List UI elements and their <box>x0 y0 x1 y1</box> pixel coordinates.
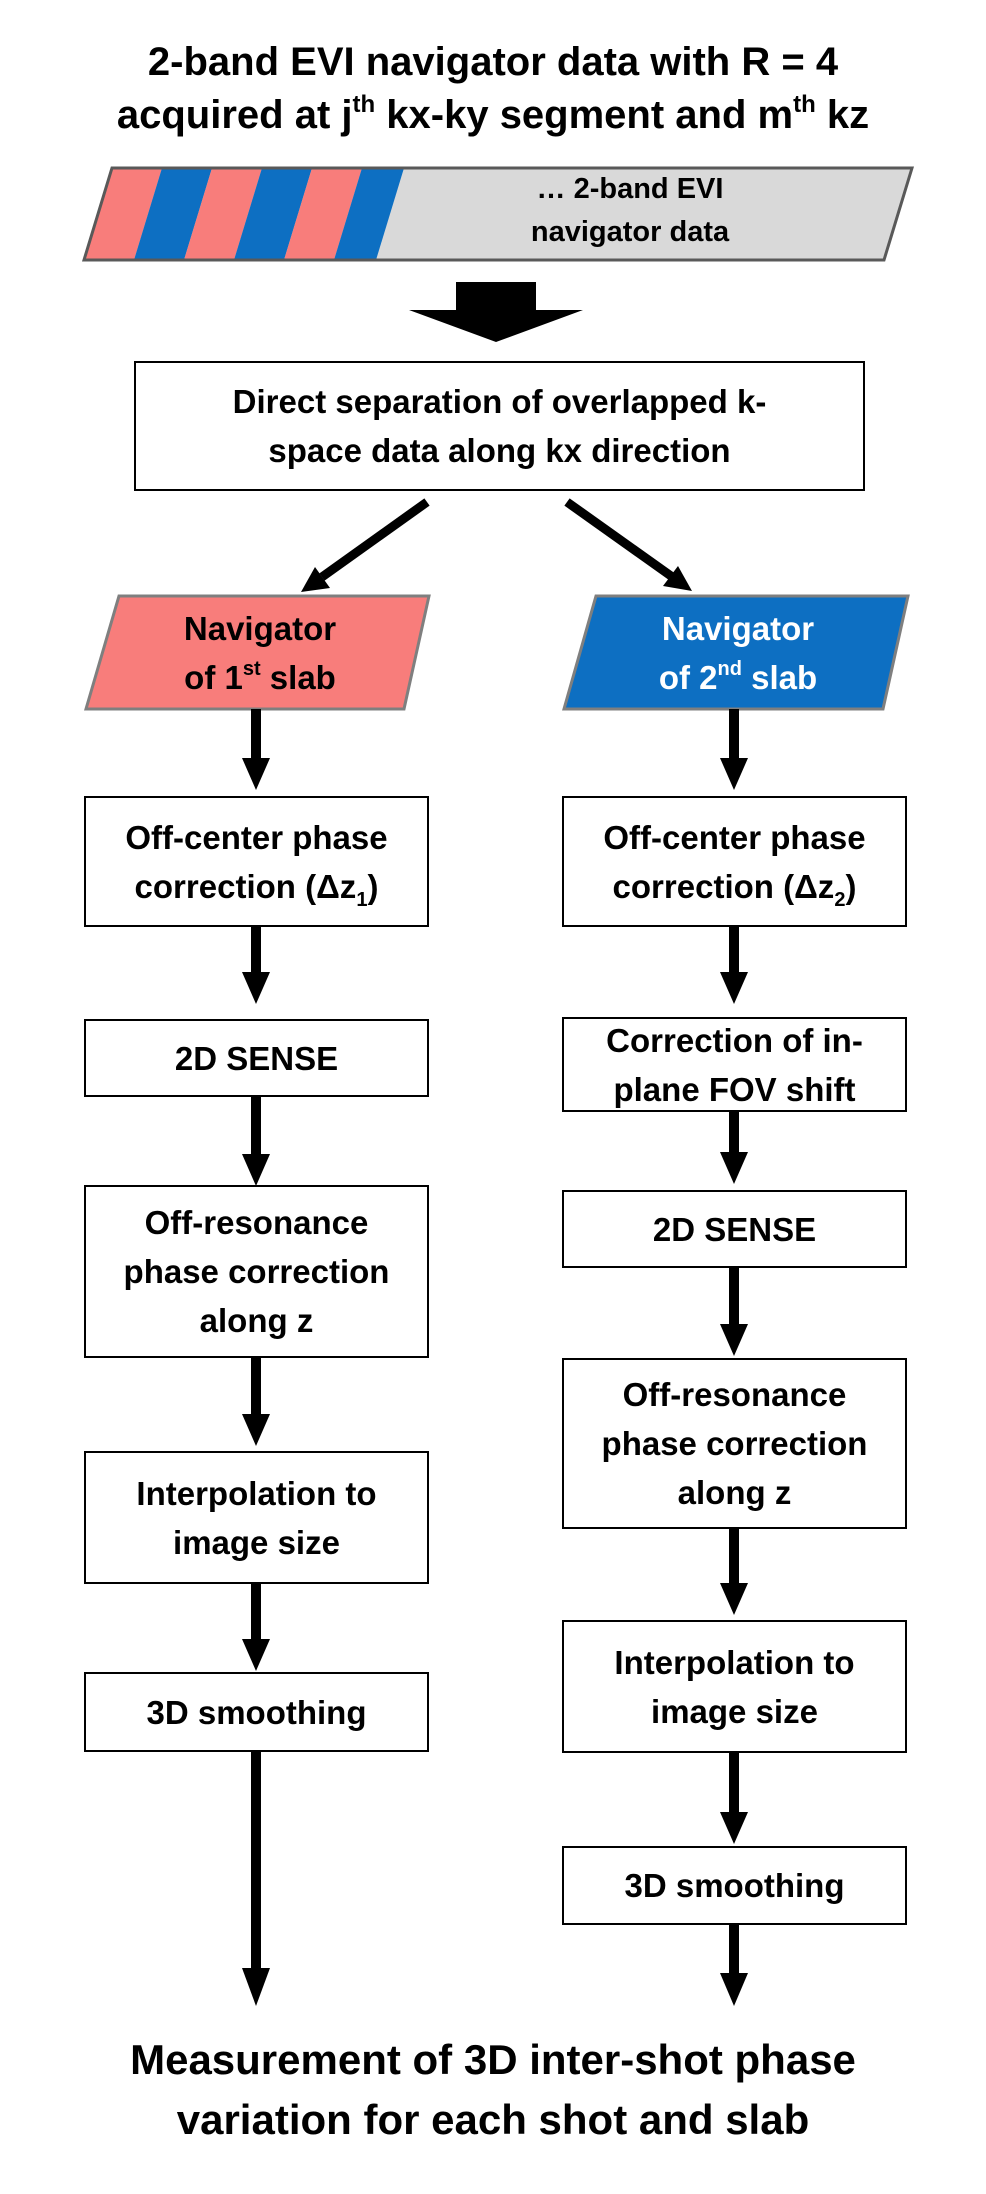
title-line-1: 2-band EVI navigator data with R = 4 <box>147 40 839 84</box>
arrow-down <box>242 709 270 790</box>
right-2d-sense-box: 2D SENSE <box>562 1190 907 1268</box>
navigator-segment-slab1 <box>184 168 262 260</box>
left-2d-sense-box: 2D SENSE <box>84 1019 429 1097</box>
arrow-down <box>720 1753 748 1844</box>
arrow-to-left-branch <box>301 498 430 592</box>
arrow-down <box>720 1112 748 1184</box>
navigator-slab2-shape <box>562 594 910 711</box>
navigator-data-label: … 2-band EVI navigator data <box>530 173 730 248</box>
left-offcenter-correction-box: Off-center phase correction (Δz1) <box>84 796 429 927</box>
arrow-down <box>720 1925 748 2006</box>
arrow-to-right-branch <box>564 498 692 591</box>
separation-step-box: Direct separation of overlapped k- space… <box>134 361 865 491</box>
right-offcenter-correction-box: Off-center phase correction (Δz2) <box>562 796 907 927</box>
right-fov-shift-correction-box: Correction of in- plane FOV shift <box>562 1017 907 1112</box>
navigator-segment-slab2 <box>134 168 212 260</box>
arrow-down <box>242 1752 270 2006</box>
left-offresonance-correction-box: Off-resonance phase correction along z <box>84 1185 429 1358</box>
navigator-segment-slab1 <box>284 168 362 260</box>
navigator-data-strip <box>81 166 915 262</box>
navigator-segment-slab2 <box>334 168 404 260</box>
arrow-down <box>242 1097 270 1186</box>
arrow-down <box>720 1529 748 1615</box>
navigator-slab1-shape <box>83 594 431 711</box>
arrow-down <box>242 1584 270 1671</box>
right-3d-smoothing-box: 3D smoothing <box>562 1846 907 1925</box>
title-line-2: acquired at jth kx-ky segment and mth kz <box>116 91 870 138</box>
right-interpolation-box: Interpolation to image size <box>562 1620 907 1753</box>
diagram-title: 2-band EVI navigator data with R = 4 acq… <box>0 36 986 142</box>
left-column-arrows <box>242 709 270 2006</box>
big-down-arrow <box>409 282 583 342</box>
arrow-down <box>720 709 748 790</box>
navigator-slab2-label: Navigator of 2nd slab <box>658 609 818 696</box>
navigator-slab1-label: Navigator of 1st slab <box>183 609 337 696</box>
right-offresonance-correction-box: Off-resonance phase correction along z <box>562 1358 907 1529</box>
navigator-segment-slab2 <box>234 168 312 260</box>
arrow-down <box>720 1268 748 1356</box>
left-interpolation-box: Interpolation to image size <box>84 1451 429 1584</box>
arrow-down <box>720 927 748 1004</box>
diagram-conclusion: Measurement of 3D inter-shot phase varia… <box>130 2036 856 2143</box>
arrow-down <box>242 927 270 1004</box>
left-3d-smoothing-box: 3D smoothing <box>84 1672 429 1752</box>
right-column-arrows <box>720 709 748 2006</box>
arrow-down <box>242 1358 270 1446</box>
navigator-data-outline <box>81 166 915 262</box>
